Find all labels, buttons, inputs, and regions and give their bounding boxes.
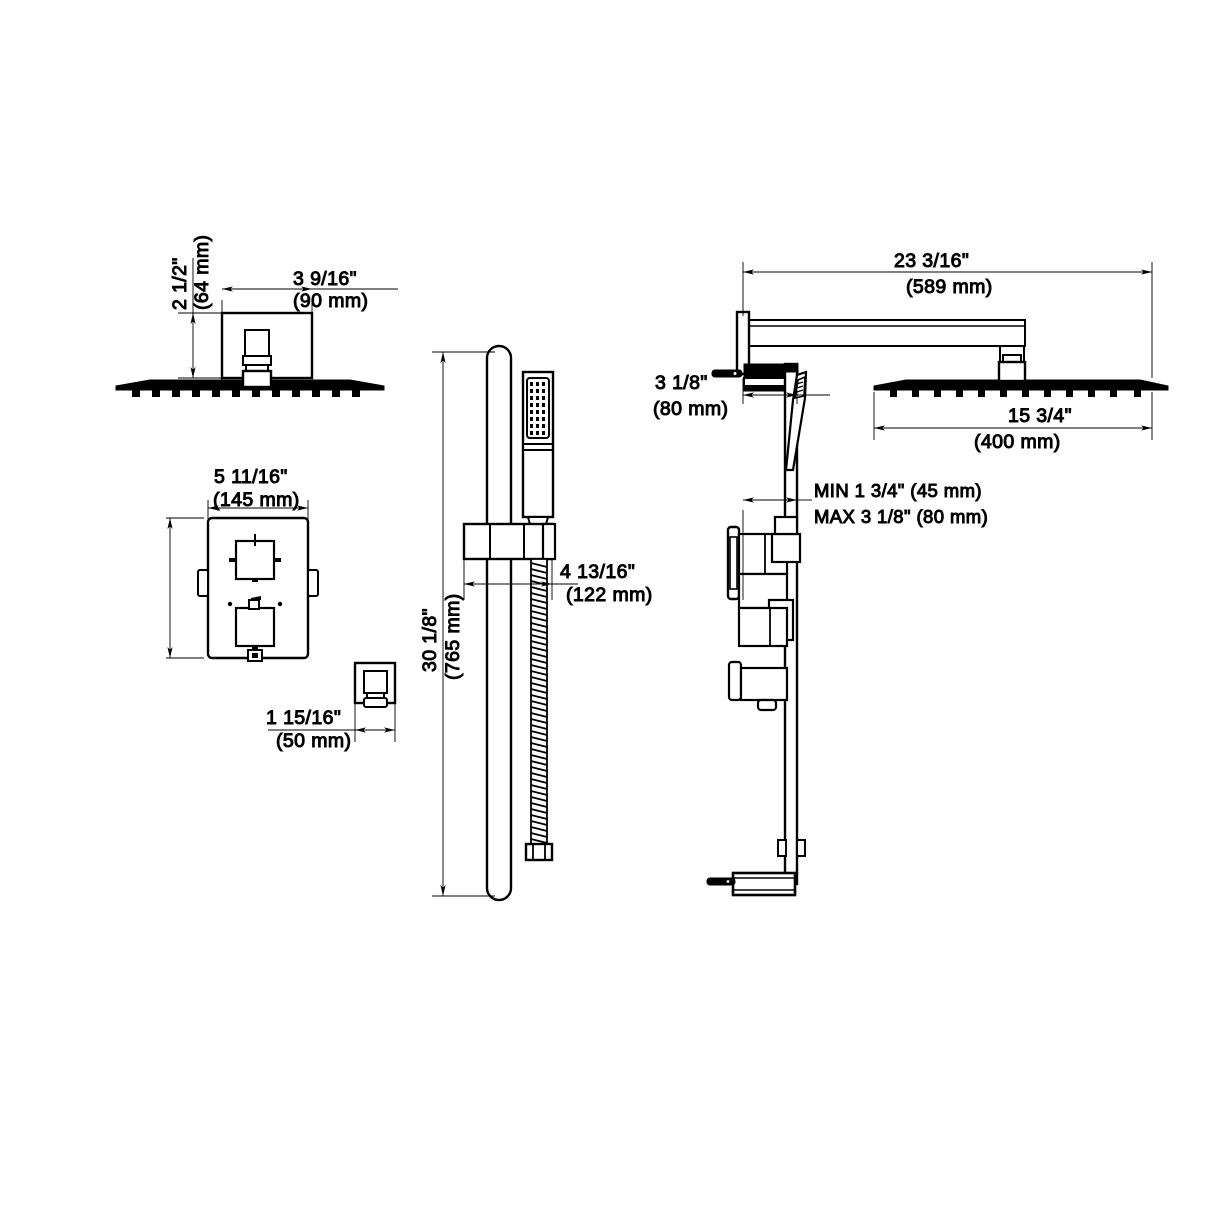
valve-body-assembly bbox=[726, 515, 802, 712]
shower-hose bbox=[530, 558, 548, 850]
label-slidebar-height-inch: 30 1/8" bbox=[419, 608, 441, 672]
label-bracket-projection-mm: (122 mm) bbox=[566, 584, 653, 606]
label-rain-head-inch: 15 3/4" bbox=[1008, 405, 1072, 427]
rain-head-mount-block-left bbox=[220, 311, 314, 389]
dim-extension-lines-outlet bbox=[354, 703, 396, 742]
view-full-system-side: 23 3/16" (589 mm) 15 3/4" (400 mm) 3 1/8… bbox=[653, 250, 1169, 897]
view-valve-trim-plate: 5 11/16" (145 mm) 1 15/16" (50 mm) bbox=[166, 466, 397, 753]
rain-head-plate-right bbox=[873, 379, 1169, 397]
label-arm-reach-inch: 23 3/16" bbox=[894, 250, 969, 272]
slide-bar bbox=[485, 344, 513, 902]
handshower-wand bbox=[521, 370, 555, 529]
label-rain-head-mm: (400 mm) bbox=[974, 431, 1061, 453]
label-slidebar-height-mm: (765 mm) bbox=[442, 593, 464, 680]
label-wall-offset-inch: 3 1/8" bbox=[655, 372, 708, 394]
label-outlet-width-mm: (50 mm) bbox=[276, 730, 351, 752]
handshower-side bbox=[784, 370, 808, 472]
dim-extension-lines-view4 bbox=[742, 262, 1153, 600]
label-outlet-width-inch: 1 15/16" bbox=[266, 707, 341, 729]
label-valve-min: MIN 1 3/4" (45 mm) bbox=[814, 480, 982, 501]
hose-end-fitting bbox=[524, 842, 554, 862]
label-head-arm-width-mm: (90 mm) bbox=[293, 290, 368, 312]
volume-handle bbox=[227, 596, 283, 649]
label-head-arm-width-inch: 3 9/16" bbox=[293, 268, 357, 290]
label-wall-offset-mm: (80 mm) bbox=[653, 398, 728, 420]
trim-plate-tab-right bbox=[307, 569, 319, 597]
trim-plate-tab-left bbox=[197, 569, 209, 597]
label-head-arm-height-mm: (64 mm) bbox=[191, 235, 213, 310]
bottom-wall-outlet bbox=[706, 871, 797, 897]
wall-outlet-elbow bbox=[353, 661, 397, 708]
label-head-arm-height-inch: 2 1/2" bbox=[169, 257, 191, 310]
shower-arm bbox=[735, 310, 1027, 383]
view-slide-bar-assembly: 30 1/8" (765 mm) 4 13/16" (122 mm) bbox=[419, 344, 653, 902]
label-arm-reach-mm: (589 mm) bbox=[906, 276, 993, 298]
temperature-handle bbox=[229, 534, 281, 582]
brand-badge-mark bbox=[252, 653, 258, 658]
view-rain-head-side: 3 9/16" (90 mm) 2 1/2" (64 mm) bbox=[115, 234, 398, 397]
label-plate-width-inch: 5 11/16" bbox=[214, 466, 288, 488]
riser-clips bbox=[777, 839, 806, 857]
label-plate-width-mm: (145 mm) bbox=[213, 489, 300, 511]
slide-bracket bbox=[462, 522, 557, 561]
label-bracket-projection-inch: 4 13/16" bbox=[560, 561, 635, 583]
dim-extension-lines-view1 bbox=[178, 258, 313, 382]
label-valve-max: MAX 3 1/8" (80 mm) bbox=[814, 506, 988, 527]
